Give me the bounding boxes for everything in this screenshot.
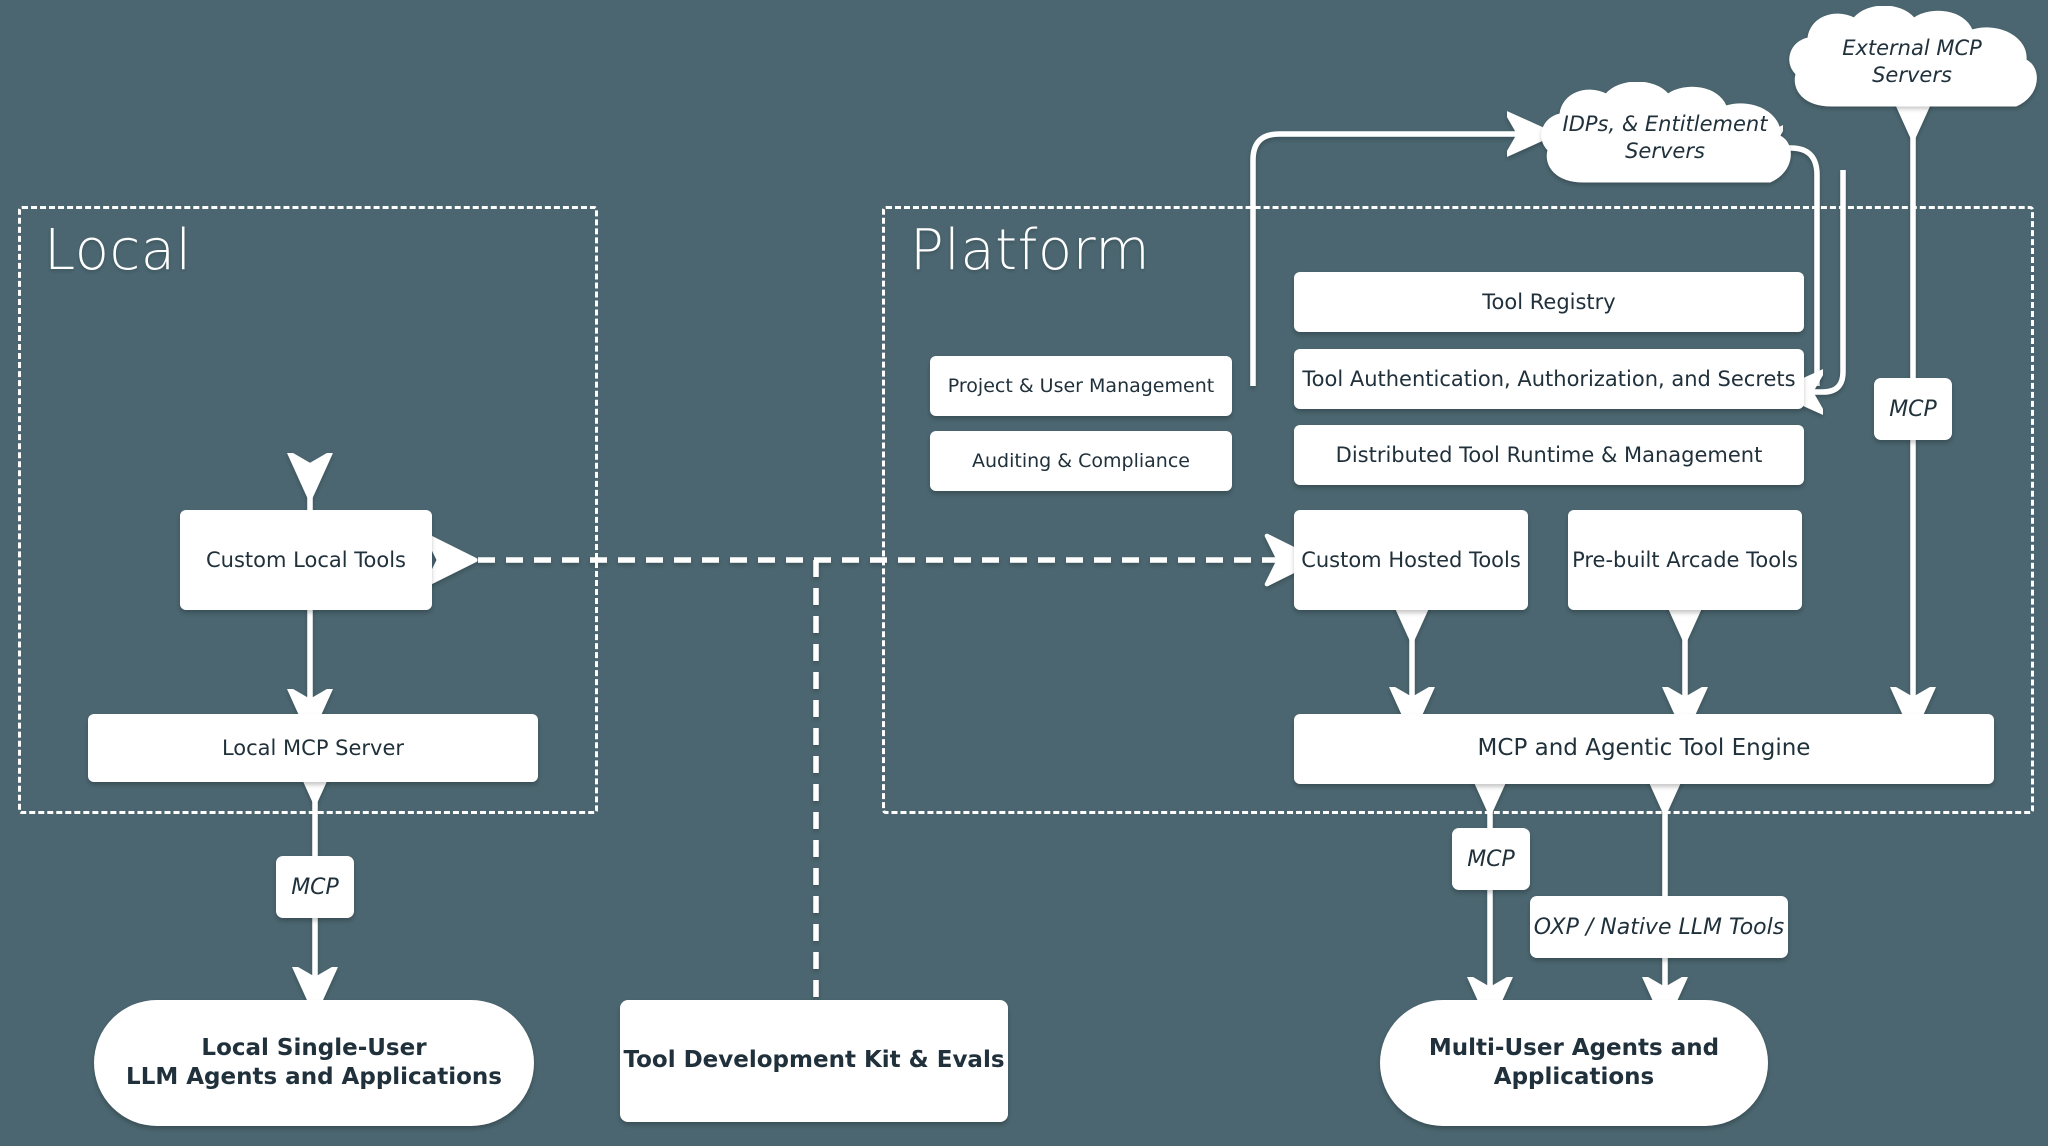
- node-multi-user-agents[interactable]: Multi-User Agents and Applications: [1380, 1000, 1768, 1126]
- node-custom-hosted-tools-label: Custom Hosted Tools: [1301, 547, 1521, 572]
- node-auditing-compliance[interactable]: Auditing & Compliance: [930, 431, 1232, 491]
- chip-oxp-native-llm-tools-label: OXP / Native LLM Tools: [1533, 914, 1785, 940]
- node-auditing-compliance-label: Auditing & Compliance: [972, 449, 1190, 472]
- node-custom-local-tools[interactable]: Custom Local Tools: [180, 510, 432, 610]
- chip-mcp-external: MCP: [1874, 378, 1952, 440]
- node-pre-built-arcade-tools-label: Pre-built Arcade Tools: [1572, 547, 1798, 572]
- node-multi-user-agents-line2: Applications: [1493, 1064, 1655, 1090]
- cloud-shape: [1789, 6, 2037, 107]
- node-distributed-tool-runtime[interactable]: Distributed Tool Runtime & Management: [1294, 425, 1804, 485]
- cloud-shape: [1541, 82, 1791, 183]
- chip-mcp-platform: MCP: [1452, 828, 1530, 890]
- edge-tool-auth-to-idps: [1760, 148, 1820, 386]
- node-mcp-agentic-tool-engine-label: MCP and Agentic Tool Engine: [1477, 735, 1811, 762]
- node-local-mcp-server-label: Local MCP Server: [221, 735, 405, 760]
- edge-idps-to-tool-auth-return: [1800, 170, 1846, 392]
- node-project-user-management[interactable]: Project & User Management: [930, 356, 1232, 416]
- node-custom-hosted-tools[interactable]: Custom Hosted Tools: [1294, 510, 1528, 610]
- zone-platform: [882, 206, 2034, 814]
- node-tool-authentication[interactable]: Tool Authentication, Authorization, and …: [1294, 349, 1804, 409]
- cloud-idps-entitlement-servers-label: IDPs, & Entitlement Servers: [1562, 111, 1768, 163]
- node-local-agents-line2: LLM Agents and Applications: [126, 1064, 502, 1090]
- cloud-idps-entitlement-servers[interactable]: IDPs, & Entitlement Servers: [1530, 82, 1800, 194]
- cloud-external-mcp-servers[interactable]: External MCP Servers: [1778, 6, 2046, 118]
- node-local-mcp-server[interactable]: Local MCP Server: [88, 714, 538, 782]
- zone-platform-title: Platform: [910, 218, 1151, 283]
- chip-mcp-local-label: MCP: [291, 874, 339, 900]
- node-local-single-user-agents[interactable]: Local Single-User LLM Agents and Applica…: [94, 1000, 534, 1126]
- chip-oxp-native-llm-tools: OXP / Native LLM Tools: [1530, 896, 1788, 958]
- node-distributed-tool-runtime-label: Distributed Tool Runtime & Management: [1335, 442, 1763, 467]
- chip-mcp-platform-label: MCP: [1467, 846, 1515, 872]
- node-tool-registry[interactable]: Tool Registry: [1294, 272, 1804, 332]
- node-tool-development-kit-label: Tool Development Kit & Evals: [623, 1047, 1005, 1074]
- node-tool-development-kit[interactable]: Tool Development Kit & Evals: [620, 1000, 1008, 1122]
- edge-project-user-mgmt-to-idps: [1250, 134, 1530, 386]
- node-local-agents-line1: Local Single-User: [201, 1034, 427, 1061]
- node-mcp-agentic-tool-engine[interactable]: MCP and Agentic Tool Engine: [1294, 714, 1994, 784]
- node-project-user-management-label: Project & User Management: [947, 374, 1215, 397]
- zone-local: [18, 206, 598, 814]
- node-tool-registry-label: Tool Registry: [1482, 289, 1616, 314]
- node-custom-local-tools-label: Custom Local Tools: [206, 547, 406, 572]
- node-multi-user-agents-line1: Multi-User Agents and: [1428, 1034, 1720, 1061]
- node-tool-authentication-label: Tool Authentication, Authorization, and …: [1302, 366, 1796, 391]
- cloud-external-mcp-servers-label: External MCP Servers: [1842, 35, 1982, 87]
- chip-mcp-local: MCP: [276, 856, 354, 918]
- zone-local-title: Local: [44, 218, 192, 283]
- chip-mcp-external-label: MCP: [1889, 396, 1937, 422]
- node-pre-built-arcade-tools[interactable]: Pre-built Arcade Tools: [1568, 510, 1802, 610]
